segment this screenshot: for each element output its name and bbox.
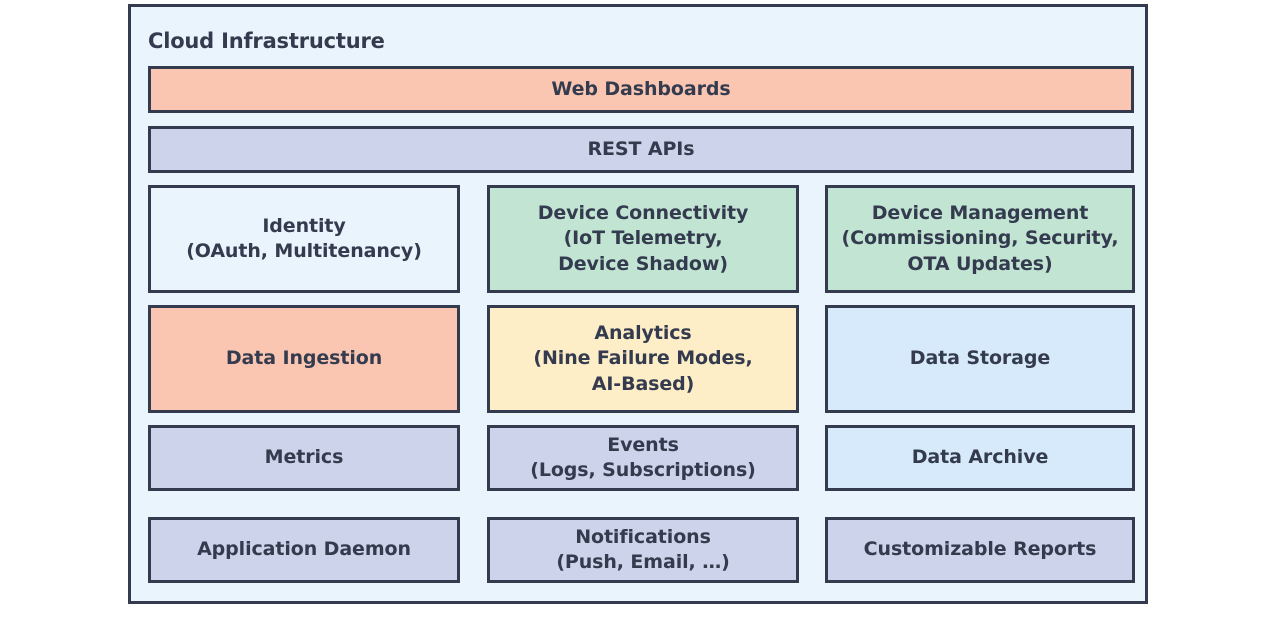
node-web-dashboards[interactable]: Web Dashboards [148, 66, 1134, 113]
node-device-management-label: Device Management (Commissioning, Securi… [841, 202, 1119, 275]
cloud-infrastructure-title: Cloud Infrastructure [148, 29, 385, 53]
node-data-archive-label: Data Archive [911, 446, 1049, 469]
cloud-infrastructure-container: Cloud Infrastructure Web Dashboards REST… [128, 4, 1148, 604]
node-data-storage[interactable]: Data Storage [825, 305, 1135, 413]
node-device-connectivity-label: Device Connectivity (IoT Telemetry, Devi… [537, 202, 749, 275]
node-application-daemon-label: Application Daemon [197, 538, 411, 561]
node-device-management[interactable]: Device Management (Commissioning, Securi… [825, 185, 1135, 293]
node-rest-apis[interactable]: REST APIs [148, 126, 1134, 173]
node-analytics-label: Analytics (Nine Failure Modes, AI-Based) [533, 322, 753, 395]
node-web-dashboards-label: Web Dashboards [551, 77, 731, 100]
node-rest-apis-label: REST APIs [587, 137, 695, 160]
node-notifications-label: Notifications (Push, Email, …) [556, 525, 730, 573]
node-notifications[interactable]: Notifications (Push, Email, …) [487, 517, 799, 583]
node-identity-label: Identity (OAuth, Multitenancy) [186, 214, 422, 262]
node-device-connectivity[interactable]: Device Connectivity (IoT Telemetry, Devi… [487, 185, 799, 293]
node-identity[interactable]: Identity (OAuth, Multitenancy) [148, 185, 460, 293]
node-data-archive[interactable]: Data Archive [825, 425, 1135, 491]
node-customizable-reports-label: Customizable Reports [863, 538, 1097, 561]
node-data-ingestion[interactable]: Data Ingestion [148, 305, 460, 413]
node-application-daemon[interactable]: Application Daemon [148, 517, 460, 583]
node-metrics-label: Metrics [264, 446, 344, 469]
node-analytics[interactable]: Analytics (Nine Failure Modes, AI-Based) [487, 305, 799, 413]
node-data-storage-label: Data Storage [909, 347, 1051, 370]
node-events[interactable]: Events (Logs, Subscriptions) [487, 425, 799, 491]
node-events-label: Events (Logs, Subscriptions) [530, 433, 756, 481]
node-metrics[interactable]: Metrics [148, 425, 460, 491]
node-customizable-reports[interactable]: Customizable Reports [825, 517, 1135, 583]
node-data-ingestion-label: Data Ingestion [225, 347, 383, 370]
